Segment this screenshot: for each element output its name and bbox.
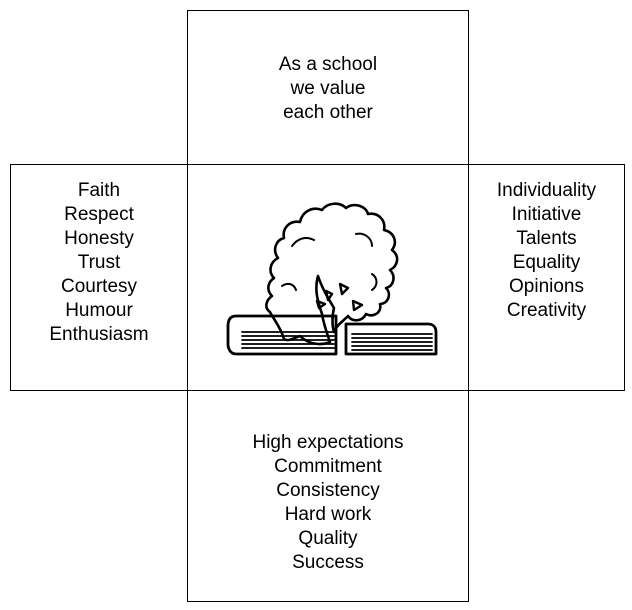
value-item: High expectations (252, 432, 404, 453)
leaf (315, 299, 327, 310)
value-item: Equality (512, 252, 581, 273)
logo-panel (187, 164, 469, 391)
left-book (226, 314, 338, 356)
value-item: Creativity (506, 300, 587, 321)
value-item: Individuality (496, 180, 597, 201)
right-values-list: Individuality Initiative Talents Equalit… (469, 179, 624, 323)
value-item: Honesty (64, 228, 134, 249)
value-item: Hard work (284, 504, 372, 525)
statement-line: we value (290, 78, 366, 99)
left-book-pages (241, 331, 335, 349)
value-item: Quality (298, 528, 358, 549)
value-item: Opinions (509, 276, 584, 297)
value-item: Success (292, 552, 364, 573)
right-book-pages (351, 333, 433, 351)
tree-detail (281, 232, 378, 291)
bottom-values-list: High expectations Commitment Consistency… (188, 431, 468, 575)
tree-and-books-icon (226, 202, 438, 356)
statement-line: each other (283, 102, 373, 123)
top-statement: As a school we value each other (188, 53, 468, 125)
value-item: Courtesy (60, 276, 138, 297)
value-item: Initiative (511, 204, 582, 225)
statement-line: As a school (278, 54, 378, 75)
value-item: Enthusiasm (49, 324, 149, 345)
tree-outline (265, 202, 399, 346)
value-item: Faith (77, 180, 121, 201)
leaf (338, 282, 350, 296)
value-item: Commitment (274, 456, 382, 477)
values-panel-bottom: High expectations Commitment Consistency… (187, 390, 469, 602)
values-panel-right: Individuality Initiative Talents Equalit… (468, 164, 625, 391)
value-item: Talents (516, 228, 577, 249)
values-panel-top: As a school we value each other (187, 10, 469, 165)
right-book (344, 322, 438, 356)
values-panel-left: Faith Respect Honesty Trust Courtesy Hum… (10, 164, 188, 391)
left-values-list: Faith Respect Honesty Trust Courtesy Hum… (11, 179, 187, 347)
leaf (324, 289, 334, 302)
value-item: Humour (65, 300, 133, 321)
leaf (351, 299, 364, 312)
value-item: Consistency (276, 480, 380, 501)
value-item: Respect (64, 204, 134, 225)
value-item: Trust (77, 252, 121, 273)
